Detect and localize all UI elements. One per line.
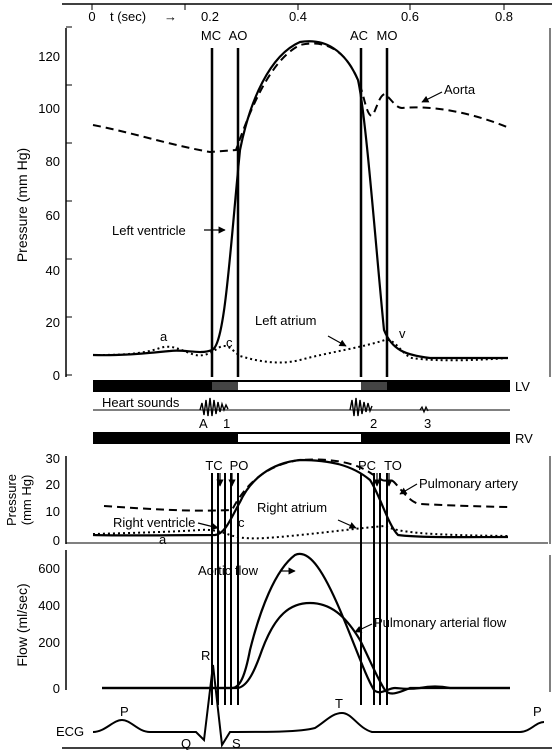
right-atrium-curve [92, 524, 509, 540]
time-tick-0-2: 0.2 [201, 9, 219, 24]
flow-tick-200: 200 [38, 635, 60, 650]
ecg-label: ECG [56, 724, 84, 739]
aorta-pressure-curve [92, 42, 508, 154]
flow-tick-400: 400 [38, 598, 60, 613]
lv-tick-100: 100 [38, 101, 60, 116]
time-tick-0-4: 0.4 [289, 9, 307, 24]
lv-tick-40: 40 [46, 263, 60, 278]
s3-sound-burst [419, 405, 429, 414]
event-mo: MO [377, 28, 398, 43]
flow-y-label: Flow (ml/sec) [14, 583, 30, 666]
time-axis-label: t (sec) [110, 9, 146, 24]
lv-y-ticks [66, 26, 72, 376]
time-axis: 0 t (sec) → 0.2 0.4 0.6 0.8 [62, 3, 552, 24]
ecg-wave-q: Q [181, 736, 191, 750]
ecg-wave-t: T [335, 696, 343, 711]
rv-wave-c: c [238, 515, 245, 530]
event-mc: MC [201, 28, 221, 43]
time-tick-0: 0 [88, 9, 95, 24]
heart-sounds-strip: LV Heart sounds A 1 2 3 RV [93, 379, 533, 446]
flow-tick-0: 0 [53, 681, 60, 696]
sound-1: 1 [223, 416, 230, 431]
left-ventricle-label: Left ventricle [112, 223, 186, 238]
left-atrium-label: Left atrium [255, 313, 316, 328]
right-ventricle-label: Right ventricle [113, 515, 195, 530]
lv-bar-label: LV [515, 379, 530, 394]
rv-wave-a: a [159, 532, 167, 547]
rv-y-label-line1: Pressure [4, 474, 19, 526]
lv-tick-20: 20 [46, 315, 60, 330]
marker-a: A [199, 416, 208, 431]
lv-wave-c: c [226, 335, 233, 350]
s2-sound-burst [349, 397, 373, 417]
aorta-label: Aorta [444, 82, 476, 97]
ecg-wave-p2: P [533, 704, 542, 719]
time-tick-0-6: 0.6 [401, 9, 419, 24]
s1-sound-burst [199, 397, 229, 417]
rv-tick-20: 20 [46, 477, 60, 492]
rv-tick-0: 0 [53, 533, 60, 548]
rv-pressure-panel: 0 10 20 30 Pressure (mm Hg) TC PO PC TO … [4, 451, 551, 548]
sound-2: 2 [370, 416, 377, 431]
aortic-flow-label: Aortic flow [198, 563, 259, 578]
pulmonary-arterial-flow-label: Pulmonary arterial flow [374, 615, 507, 630]
lv-tick-60: 60 [46, 208, 60, 223]
rv-y-label-line2: (mm Hg) [19, 475, 34, 526]
event-to: TO [384, 458, 402, 473]
flow-panel: 0 200 400 600 Flow (ml/sec) Aortic flow … [14, 550, 551, 696]
lv-y-label: Pressure (mm Hg) [14, 148, 30, 262]
flow-tick-600: 600 [38, 561, 60, 576]
heart-sounds-label: Heart sounds [102, 395, 180, 410]
left-ventricle-curve [92, 40, 508, 360]
event-ac: AC [350, 28, 368, 43]
lv-tick-0: 0 [53, 368, 60, 383]
left-atrium-curve [92, 338, 509, 364]
ecg-panel: ECG P R Q S T P [56, 648, 552, 750]
right-atrium-label: Right atrium [257, 500, 327, 515]
time-axis-arrow: → [164, 9, 177, 24]
lv-wave-v: v [399, 326, 406, 341]
event-ao: AO [229, 28, 248, 43]
event-tc: TC [205, 458, 222, 473]
rv-tick-30: 30 [46, 451, 60, 466]
ecg-trace [92, 664, 545, 748]
lv-tick-120: 120 [38, 49, 60, 64]
right-ventricle-curve [92, 458, 509, 539]
rv-tick-10: 10 [46, 504, 60, 519]
sound-3: 3 [424, 416, 431, 431]
ecg-wave-p: P [120, 704, 129, 719]
lv-tick-80: 80 [46, 154, 60, 169]
rv-bar-label: RV [515, 431, 533, 446]
event-pc: PC [358, 458, 376, 473]
time-tick-0-8: 0.8 [495, 9, 513, 24]
pulmonary-artery-label: Pulmonary artery [419, 476, 518, 491]
ecg-wave-s: S [232, 736, 241, 750]
event-po: PO [230, 458, 249, 473]
ecg-wave-r: R [201, 648, 210, 663]
lv-pressure-panel: 0 20 40 60 80 100 120 Pressure (mm Hg) M… [14, 26, 551, 383]
lv-wave-a: a [160, 329, 168, 344]
